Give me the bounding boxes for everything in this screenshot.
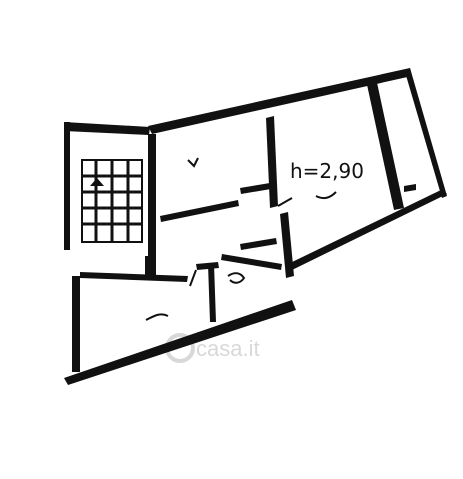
watermark-text: casa.it [196,336,260,361]
staircase [81,159,143,243]
outer-walls [64,68,447,385]
fixture-marks [145,157,337,321]
watermark: casa.it [165,333,260,363]
interior-walls [80,116,416,322]
ceiling-height-label: h=2,90 [290,159,364,183]
